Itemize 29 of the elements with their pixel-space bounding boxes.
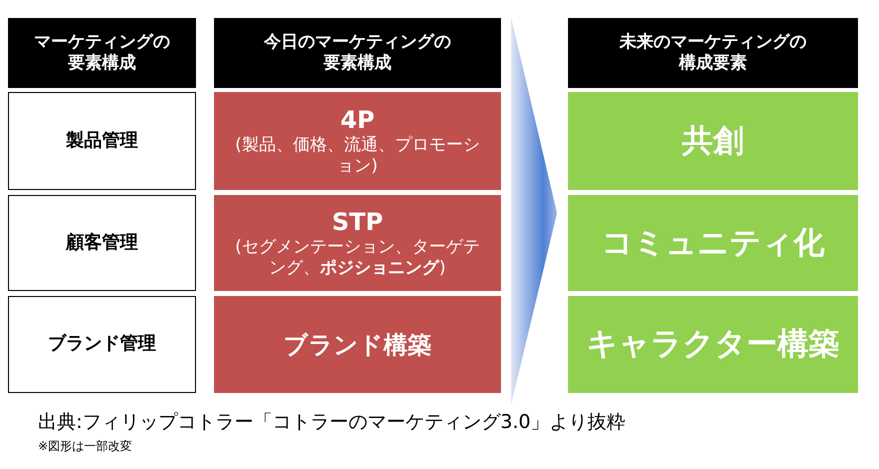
transition-chevron xyxy=(511,17,557,405)
cell-heading: 製品管理 xyxy=(66,130,138,152)
cell-heading: マーケティングの要素構成 xyxy=(33,32,171,74)
column-header xyxy=(568,18,858,88)
source-note: 出典:フィリップコトラー「コトラーのマーケティング3.0」より抜粋 xyxy=(38,410,626,435)
table-cell xyxy=(214,195,501,291)
table-cell xyxy=(568,195,858,291)
cell-heading: コミュニティ化 xyxy=(602,224,824,262)
cell-heading: 今日のマーケティングの要素構成 xyxy=(262,32,452,74)
cell-heading: 顧客管理 xyxy=(66,232,138,254)
table-cell xyxy=(214,296,501,393)
column-header xyxy=(214,18,501,88)
cell-heading: 未来のマーケティングの構成要素 xyxy=(618,32,808,74)
footnote: ※図形は一部改変 xyxy=(38,438,132,455)
table-cell xyxy=(214,92,501,190)
table-cell xyxy=(8,296,196,393)
cell-description: (セグメンテーション、ターゲテング、ポジショニング) xyxy=(235,236,480,280)
cell-heading: キャラクター構築 xyxy=(586,325,840,364)
cell-heading: 4P xyxy=(340,104,375,135)
table-cell xyxy=(8,195,196,291)
cell-heading: 共創 xyxy=(682,122,744,160)
column-header xyxy=(8,18,196,88)
cell-description: (製品、価格、流通、プロモーション) xyxy=(235,134,480,178)
table-cell xyxy=(568,92,858,190)
table-cell xyxy=(8,92,196,190)
cell-heading: STP xyxy=(332,206,384,237)
table-cell xyxy=(568,296,858,393)
cell-heading: ブランド構築 xyxy=(284,330,432,360)
cell-heading: ブランド管理 xyxy=(48,333,156,356)
